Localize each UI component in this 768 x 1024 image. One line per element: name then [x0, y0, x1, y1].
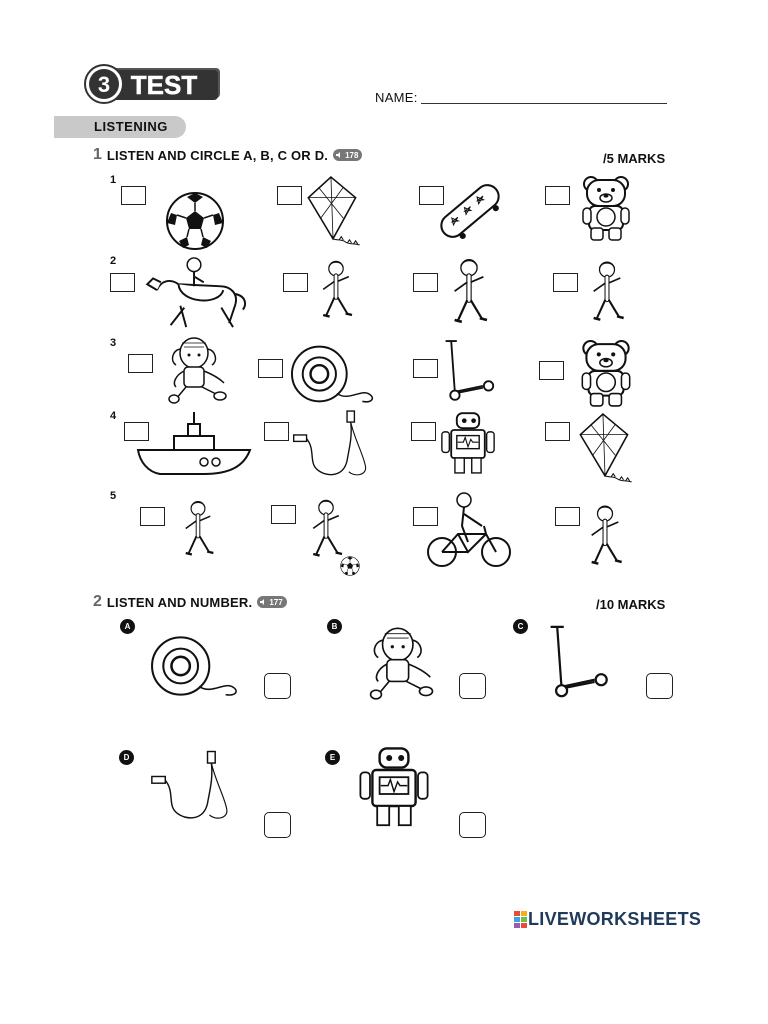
footer-brand: LIVEWORKSHEETS [528, 909, 702, 929]
row-number: 1 [110, 174, 117, 186]
doll-icon [162, 335, 232, 405]
answer-box[interactable] [258, 359, 283, 378]
scooter-icon [544, 622, 610, 700]
tennis-player-icon [582, 254, 632, 332]
liveworksheets-icon [514, 910, 527, 928]
row-number: 4 [110, 410, 117, 422]
tennis-player-icon [175, 490, 221, 570]
exercise1-title: LISTEN AND CIRCLE A, B, C OR D. [106, 147, 329, 163]
roller-skater-icon [580, 498, 630, 576]
speaker-icon [260, 599, 265, 605]
exercise1-marks: /5 MARKS [603, 151, 666, 166]
number-box[interactable] [459, 673, 486, 699]
answer-box[interactable] [128, 354, 153, 373]
horse-riding-icon [140, 255, 250, 333]
number-box[interactable] [646, 673, 673, 699]
audio-track-number: 177 [269, 597, 283, 607]
robot-icon [440, 410, 496, 478]
boat-icon [134, 410, 254, 480]
ball-icon [165, 191, 225, 251]
answer-box[interactable] [277, 186, 302, 205]
exercise1-number: 1 [93, 146, 102, 163]
answer-box[interactable] [140, 507, 165, 526]
ball-icon [340, 556, 360, 576]
section-label: LISTENING [94, 119, 168, 134]
section-tab: LISTENING [54, 116, 186, 138]
answer-box[interactable] [124, 422, 149, 441]
doll-icon [360, 625, 442, 701]
name-input[interactable] [421, 86, 671, 106]
skipping-rope-icon [290, 408, 382, 484]
teddy-bear-icon [580, 340, 632, 408]
row-number: 2 [110, 255, 117, 267]
audio-track-badge[interactable]: 177 [257, 596, 287, 608]
audio-track-badge[interactable]: 178 [333, 149, 363, 161]
robot-icon [358, 745, 430, 831]
item-letter: D [119, 750, 134, 765]
liveworksheets-logo: LIVEWORKSHEETS [514, 909, 701, 930]
answer-box[interactable] [545, 422, 570, 441]
running-child-icon [312, 255, 360, 327]
cyclist-icon [424, 490, 514, 570]
item-letter: C [513, 619, 528, 634]
scooter-icon [440, 336, 496, 404]
number-box[interactable] [264, 673, 291, 699]
teddy-bear-icon [580, 176, 632, 242]
exercise1-header: 1 LISTEN AND CIRCLE A, B, C OR D. 178 [93, 146, 363, 164]
name-label: NAME: [375, 90, 418, 105]
exercise2-number: 2 [93, 593, 102, 610]
answer-box[interactable] [413, 359, 438, 378]
kite-icon [574, 412, 636, 484]
answer-box[interactable] [413, 273, 438, 292]
unit-number: 3 [98, 72, 110, 97]
answer-box[interactable] [121, 186, 146, 205]
yo-yo-icon [290, 344, 378, 404]
answer-box[interactable] [553, 273, 578, 292]
answer-box[interactable] [283, 273, 308, 292]
answer-box[interactable] [411, 422, 436, 441]
answer-box[interactable] [271, 505, 296, 524]
test-badge: 3 TEST [84, 64, 220, 104]
item-letter: A [120, 619, 135, 634]
answer-box[interactable] [545, 186, 570, 205]
number-box[interactable] [459, 812, 486, 838]
answer-box[interactable] [413, 507, 438, 526]
exercise2-marks: /10 MARKS [596, 597, 666, 612]
answer-box[interactable] [419, 186, 444, 205]
answer-box[interactable] [539, 361, 564, 380]
yo-yo-icon [150, 635, 242, 697]
audio-track-number: 178 [345, 150, 359, 160]
test-label: TEST [131, 70, 198, 100]
item-letter: B [327, 619, 342, 634]
roller-skater-icon [442, 254, 496, 332]
exercise2-header: 2 LISTEN AND NUMBER. 177 [93, 593, 287, 611]
exercise2-title: LISTEN AND NUMBER. [106, 594, 253, 610]
answer-box[interactable] [555, 507, 580, 526]
number-box[interactable] [264, 812, 291, 838]
kite-icon [302, 175, 364, 247]
skateboard-icon [434, 175, 506, 247]
row-number: 3 [110, 337, 117, 349]
item-letter: E [325, 750, 340, 765]
answer-box[interactable] [110, 273, 135, 292]
skipping-rope-icon [148, 745, 244, 831]
row-number: 5 [110, 490, 117, 502]
speaker-icon [336, 152, 341, 158]
answer-box[interactable] [264, 422, 289, 441]
